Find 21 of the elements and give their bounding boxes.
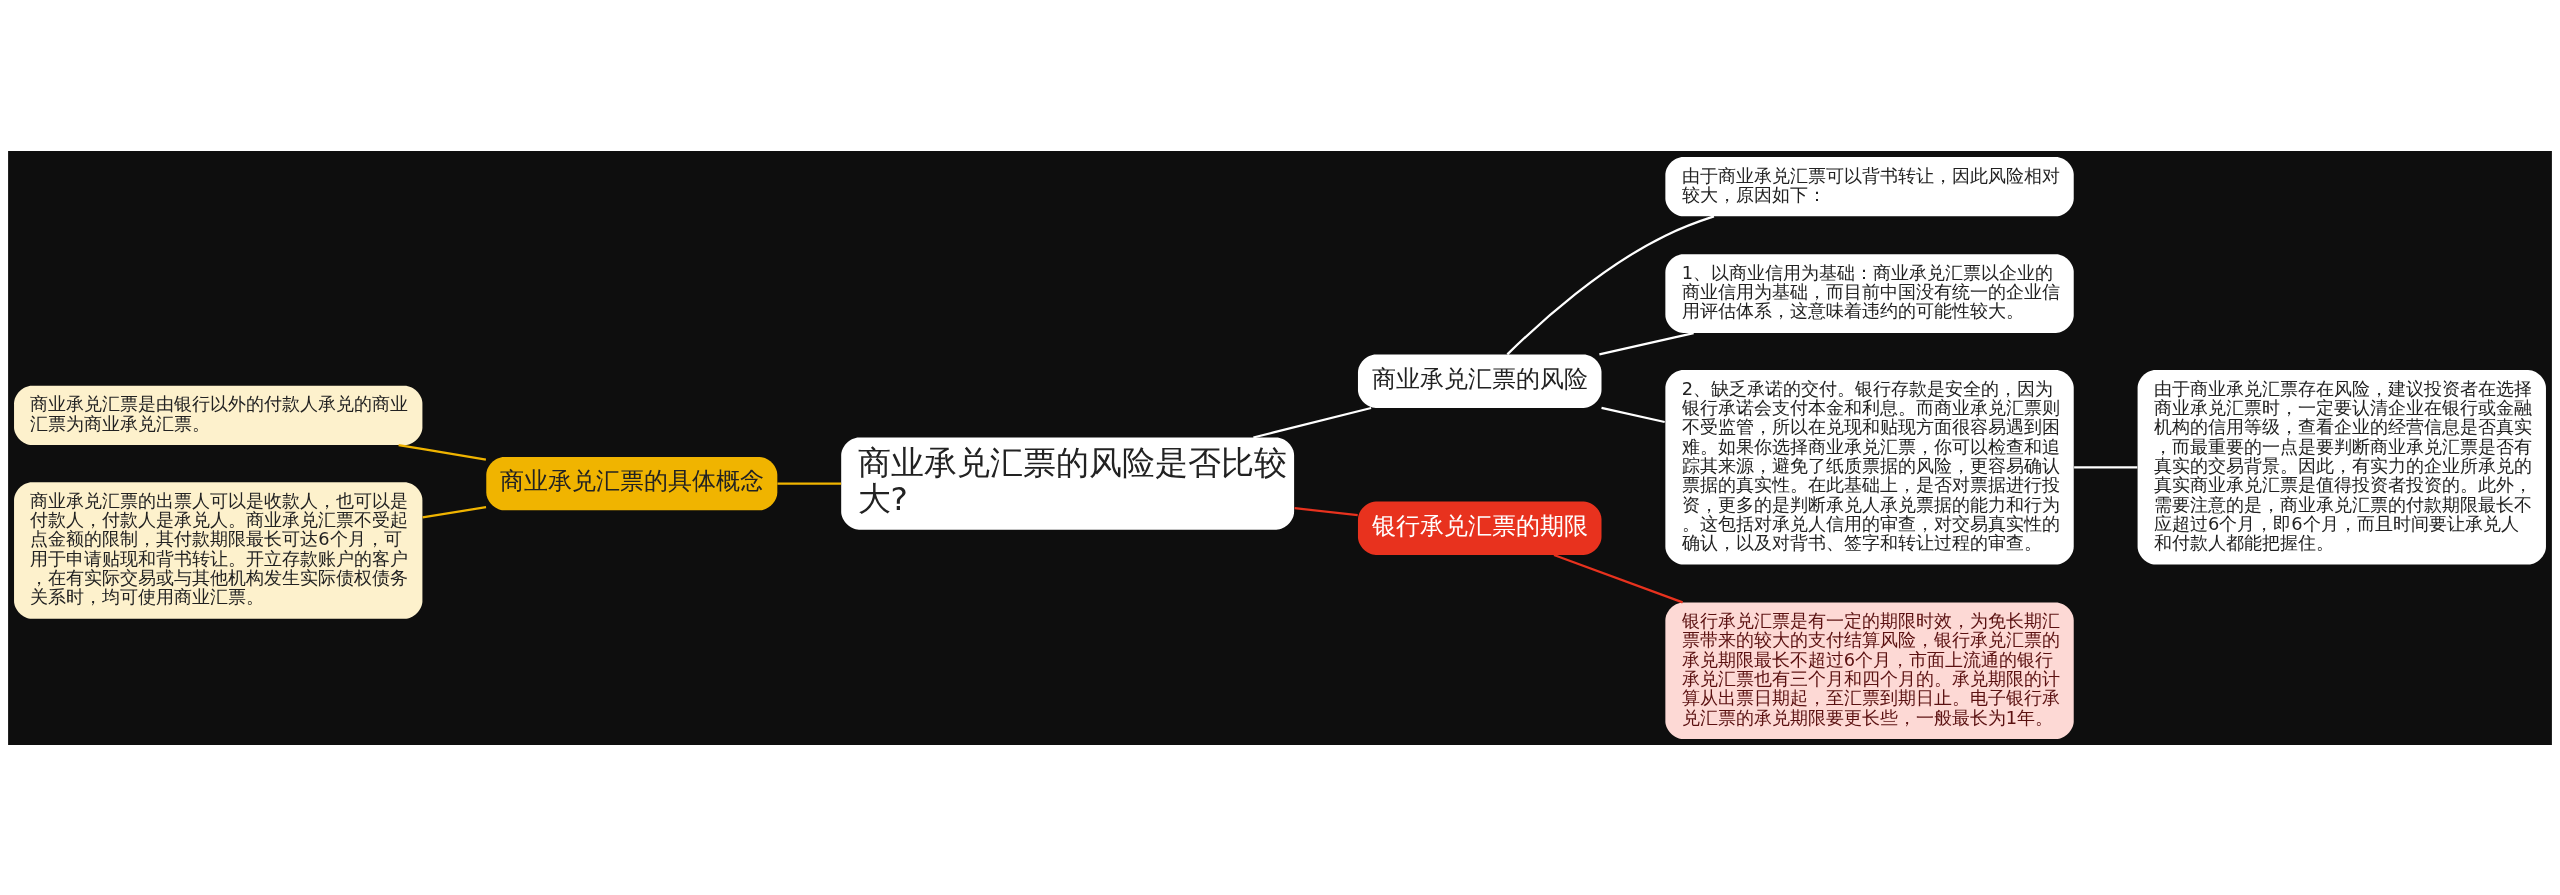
node-box: 商业承兑汇票的具体概念 bbox=[486, 456, 778, 510]
node-box: 商业承兑汇票的出票人可以是收款人，也可以是付款人，付款人是承兑人。商业承兑汇票不受起点金额的限制，其付款期限最长可达6个月，可用于申请贴现和背书转让。开立存款账户的客户，在有实际交易或与其他机构发生实际债权债务关系时，均可使用商业汇票。 bbox=[14, 481, 423, 619]
node-box: 银行承兑汇票的期限 bbox=[1357, 500, 1602, 555]
connector bbox=[1294, 506, 1358, 516]
node-box: 商业承兑汇票的风险 bbox=[1357, 353, 1602, 408]
connector bbox=[777, 482, 842, 485]
node-box: 由于商业承兑汇票可以背书转让，因此风险相对较大，原因如下： bbox=[1665, 156, 2074, 216]
connector bbox=[1506, 214, 1715, 355]
connector bbox=[398, 443, 487, 461]
connector bbox=[1253, 406, 1372, 439]
connector bbox=[1599, 331, 1694, 355]
node-box: 1、以商业信用为基础：商业承兑汇票以企业的商业信用为基础，而目前中国没有统一的企业信用评估体系，这意味着违约的可能性较大。 bbox=[1665, 253, 2074, 333]
node-box: 由于商业承兑汇票存在风险，建议投资者在选择商业承兑汇票时，一定要认清企业在银行或金融机构的信用等级，查看企业的经营信息是否真实，而最重要的一点是要判断商业承兑汇票是否有真实的交易背景。因此，有实力的企业所承兑的真实商业承兑汇票是值得投资者投资的。此外，需要注意的是，商业承兑汇票的付款期限最长不应超过6个月，即6个月，而且时间要让承兑人和付款人都能把握住。 bbox=[2137, 369, 2546, 565]
connector bbox=[1601, 406, 1665, 423]
node-box: 2、缺乏承诺的交付。银行存款是安全的，因为银行承诺会支付本金和利息。而商业承兑汇票则不受监管，所以在兑现和贴现方面很容易遇到困难。如果你选择商业承兑汇票，你可以检查和追踪其来源，避免了纸质票据的风险，更容易确认票据的真实性。在此基础上，是否对票据进行投资，更多的是判断承兑人承兑票据的能力和行为。这包括对承兑人信用的审查，对交易真实性的确认，以及对背书、签字和转让过程的审查。 bbox=[1665, 369, 2074, 565]
connector bbox=[1553, 553, 1683, 603]
node-box: 银行承兑汇票是有一定的期限时效，为免长期汇票带来的较大的支付结算风险，银行承兑汇票的承兑期限最长不超过6个月，市面上流通的银行承兑汇票也有三个月和四个月的。承兑期限的计算从出票日期起，至汇票到期日止。电子银行承兑汇票的承兑期限要更长些，一般最长为1年。 bbox=[1665, 601, 2074, 739]
node-box: 商业承兑汇票的风险是否比较大? bbox=[841, 437, 1295, 530]
connector bbox=[2074, 465, 2138, 468]
node-box: 商业承兑汇票是由银行以外的付款人承兑的商业汇票为商业承兑汇票。 bbox=[14, 385, 423, 445]
connector bbox=[422, 505, 487, 519]
